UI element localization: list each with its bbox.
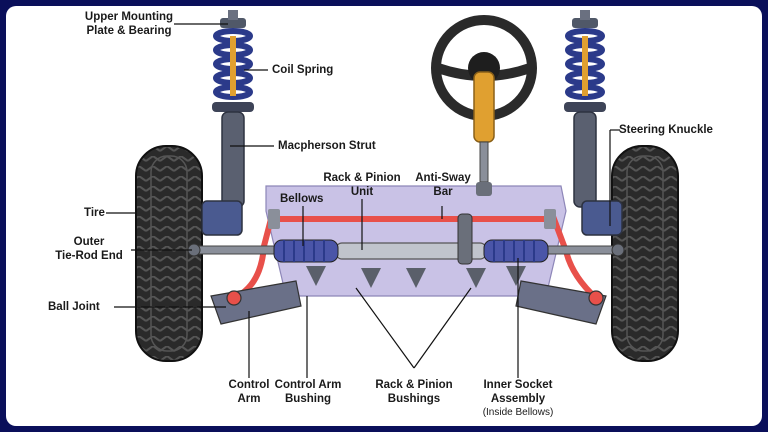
label-rack-pinion-bushings: Rack & Pinion Bushings	[364, 378, 464, 406]
steering-wheel-icon	[431, 15, 537, 196]
label-anti-sway-line1: Anti-Sway	[415, 172, 471, 184]
label-inner-socket-line1: Inner Socket	[483, 379, 553, 391]
label-upper-mounting-line1: Upper Mounting	[84, 11, 174, 23]
label-control-arm-bushing-line2: Bushing	[285, 393, 331, 405]
label-anti-sway-bar: Anti-Sway Bar	[410, 171, 476, 199]
label-control-arm-bushing-line1: Control Arm	[274, 379, 342, 391]
label-anti-sway-line2: Bar	[433, 186, 453, 198]
suspension-diagram	[106, 10, 679, 378]
label-outer-tie-rod-line1: Outer	[73, 236, 105, 248]
label-rack-pinion-bushings-line1: Rack & Pinion	[375, 379, 453, 391]
label-control-arm-bushing: Control Arm Bushing	[266, 378, 350, 406]
label-upper-mounting-line2: Plate & Bearing	[86, 25, 172, 37]
label-inner-socket-note: (Inside Bellows)	[482, 407, 554, 418]
label-rack-pinion-bushings-line2: Bushings	[387, 393, 441, 405]
label-rack-pinion-unit-line2: Unit	[350, 186, 374, 198]
label-steering-knuckle: Steering Knuckle	[619, 124, 713, 136]
label-bellows: Bellows	[280, 193, 324, 205]
right-coil-spring-icon	[565, 28, 605, 100]
label-tire: Tire	[84, 207, 105, 219]
label-inner-socket-assembly: Inner Socket Assembly (Inside Bellows)	[468, 378, 568, 420]
label-control-arm: Control Arm	[216, 378, 282, 406]
label-rack-pinion-unit: Rack & Pinion Unit	[314, 171, 410, 199]
label-inner-socket-line2: Assembly	[490, 393, 546, 405]
leader-lines	[106, 23, 620, 378]
label-ball-joint: Ball Joint	[48, 301, 100, 313]
left-bellows	[273, 239, 339, 263]
rack-and-pinion	[187, 213, 625, 265]
label-macpherson-strut: Macpherson Strut	[278, 140, 376, 152]
right-control-arm	[515, 280, 607, 325]
diagram-frame: Upper Mounting Plate & Bearing Coil Spri…	[6, 6, 762, 426]
right-bellows	[483, 239, 549, 263]
label-control-arm-line1: Control	[228, 379, 270, 391]
right-strut	[564, 10, 623, 236]
label-coil-spring: Coil Spring	[272, 64, 334, 76]
left-strut	[201, 10, 254, 236]
label-outer-tie-rod-end: Outer Tie-Rod End	[44, 235, 134, 263]
label-outer-tie-rod-line2: Tie-Rod End	[55, 250, 123, 262]
label-rack-pinion-unit-line1: Rack & Pinion	[323, 172, 401, 184]
label-control-arm-line2: Arm	[237, 393, 261, 405]
label-upper-mounting: Upper Mounting Plate & Bearing	[76, 10, 182, 38]
left-control-arm	[210, 280, 302, 325]
rack-pinion-bushings	[306, 266, 526, 288]
anti-sway-bar	[231, 209, 599, 301]
left-coil-spring-icon	[213, 28, 253, 100]
left-ball-joint	[226, 290, 242, 306]
right-ball-joint	[588, 290, 604, 306]
